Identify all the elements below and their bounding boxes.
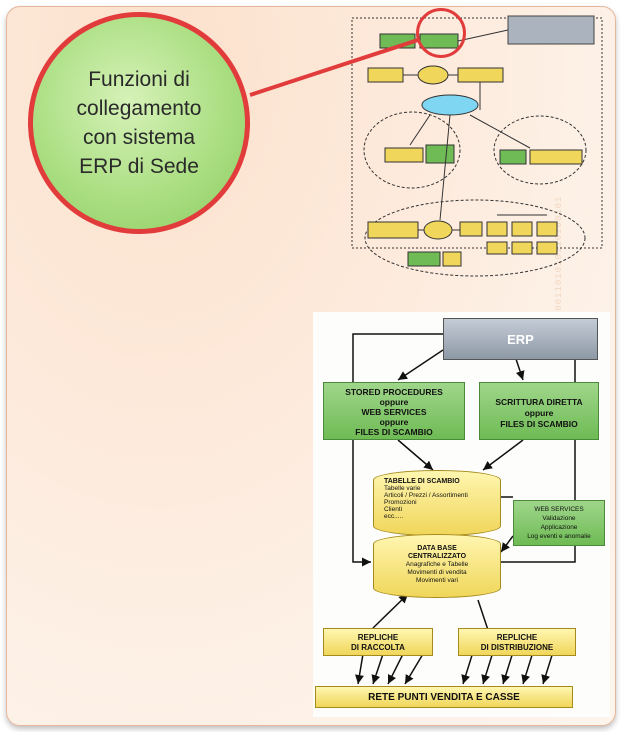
tabelle-item-3: Clienti (384, 506, 403, 513)
database-items: Anagrafiche e Tabelle Movimenti di vendi… (405, 561, 469, 584)
tabelle-scambio-cylinder: TABELLE DI SCAMBIO Tabelle varie Articol… (373, 470, 501, 536)
tabelle-item-2: Promozioni (384, 499, 417, 506)
yellow-box-7 (486, 221, 508, 237)
connectors (352, 333, 598, 685)
outer-frame (351, 17, 603, 249)
architecture-diagram: ERP STORED PROCEDURES oppure WEB SERVICE… (313, 312, 610, 717)
erp-box-small (507, 15, 595, 45)
highlight-circle (416, 8, 466, 58)
yellow-box-3 (384, 147, 424, 163)
yellow-box-9 (536, 221, 558, 237)
callout-circle: Funzioni di collegamento con sistema ERP… (28, 12, 250, 234)
yellow-box-12 (536, 241, 558, 255)
stored-procedures-box: STORED PROCEDURES oppure WEB SERVICES op… (323, 382, 465, 440)
group-ellipse-bottom (364, 199, 586, 277)
tabelle-item-1: Articoli / Prezzi / Assortimenti (384, 492, 468, 499)
erp-box: ERP (443, 318, 598, 360)
callout-text: Funzioni di collegamento con sistema ERP… (76, 68, 202, 178)
tabelle-title: TABELLE DI SCAMBIO (384, 478, 460, 485)
database-title: DATA BASE CENTRALIZZATO (407, 545, 467, 560)
yellow-box-10 (486, 241, 508, 255)
database-cylinder: DATA BASE CENTRALIZZATO Anagrafiche e Ta… (373, 534, 501, 598)
green-box-5 (407, 251, 441, 267)
rete-box: RETE PUNTI VENDITA E CASSE (315, 686, 573, 708)
scrittura-diretta-box: SCRITTURA DIRETTA oppure FILES DI SCAMBI… (479, 382, 599, 440)
web-services-box: WEB SERVICES Validazione Applicazione Lo… (513, 500, 605, 546)
yellow-box-13 (442, 251, 462, 267)
yellow-box-8 (511, 221, 533, 237)
tabelle-item-4: ecc..... (384, 513, 404, 520)
tabelle-item-0: Tabelle varie (384, 485, 421, 492)
group-ellipse-right (493, 115, 587, 185)
yellow-box-11 (511, 241, 533, 255)
group-ellipse-left (363, 111, 461, 189)
erp-label: ERP (507, 332, 534, 347)
repliche-raccolta-box: REPLICHE DI RACCOLTA (323, 628, 433, 656)
repliche-distribuzione-box: REPLICHE DI DISTRIBUZIONE (458, 628, 576, 656)
green-box-4 (499, 149, 527, 165)
yellow-box-6 (459, 221, 483, 237)
yellow-box-4 (529, 149, 583, 165)
